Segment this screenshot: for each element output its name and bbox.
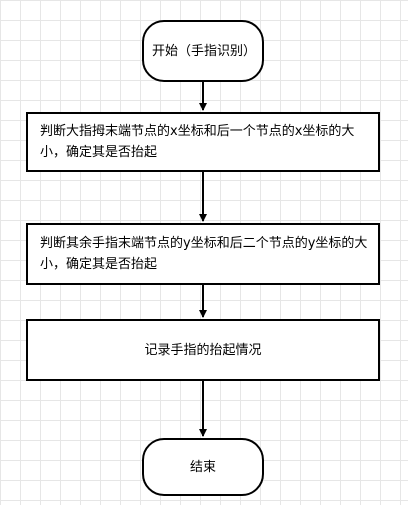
process-step-thumb-check: 判断大指拇末端节点的x坐标和后一个节点的x坐标的大小，确定其是否抬起 bbox=[26, 112, 380, 172]
end-label: 结束 bbox=[189, 459, 216, 475]
step3-label: 记录手指的抬起情况 bbox=[144, 342, 262, 358]
step2-label: 判断其余手指末端节点的y坐标和后二个节点的y坐标的大小，确定其是否抬起 bbox=[40, 236, 368, 272]
process-step-record: 记录手指的抬起情况 bbox=[26, 319, 380, 381]
process-step-fingers-check: 判断其余手指末端节点的y坐标和后二个节点的y坐标的大小，确定其是否抬起 bbox=[26, 223, 380, 285]
start-label: 开始（手指识别） bbox=[152, 43, 257, 59]
step1-label: 判断大指拇末端节点的x坐标和后一个节点的x坐标的大小，确定其是否抬起 bbox=[40, 124, 355, 160]
start-terminal: 开始（手指识别） bbox=[142, 20, 264, 82]
end-terminal: 结束 bbox=[142, 438, 264, 496]
